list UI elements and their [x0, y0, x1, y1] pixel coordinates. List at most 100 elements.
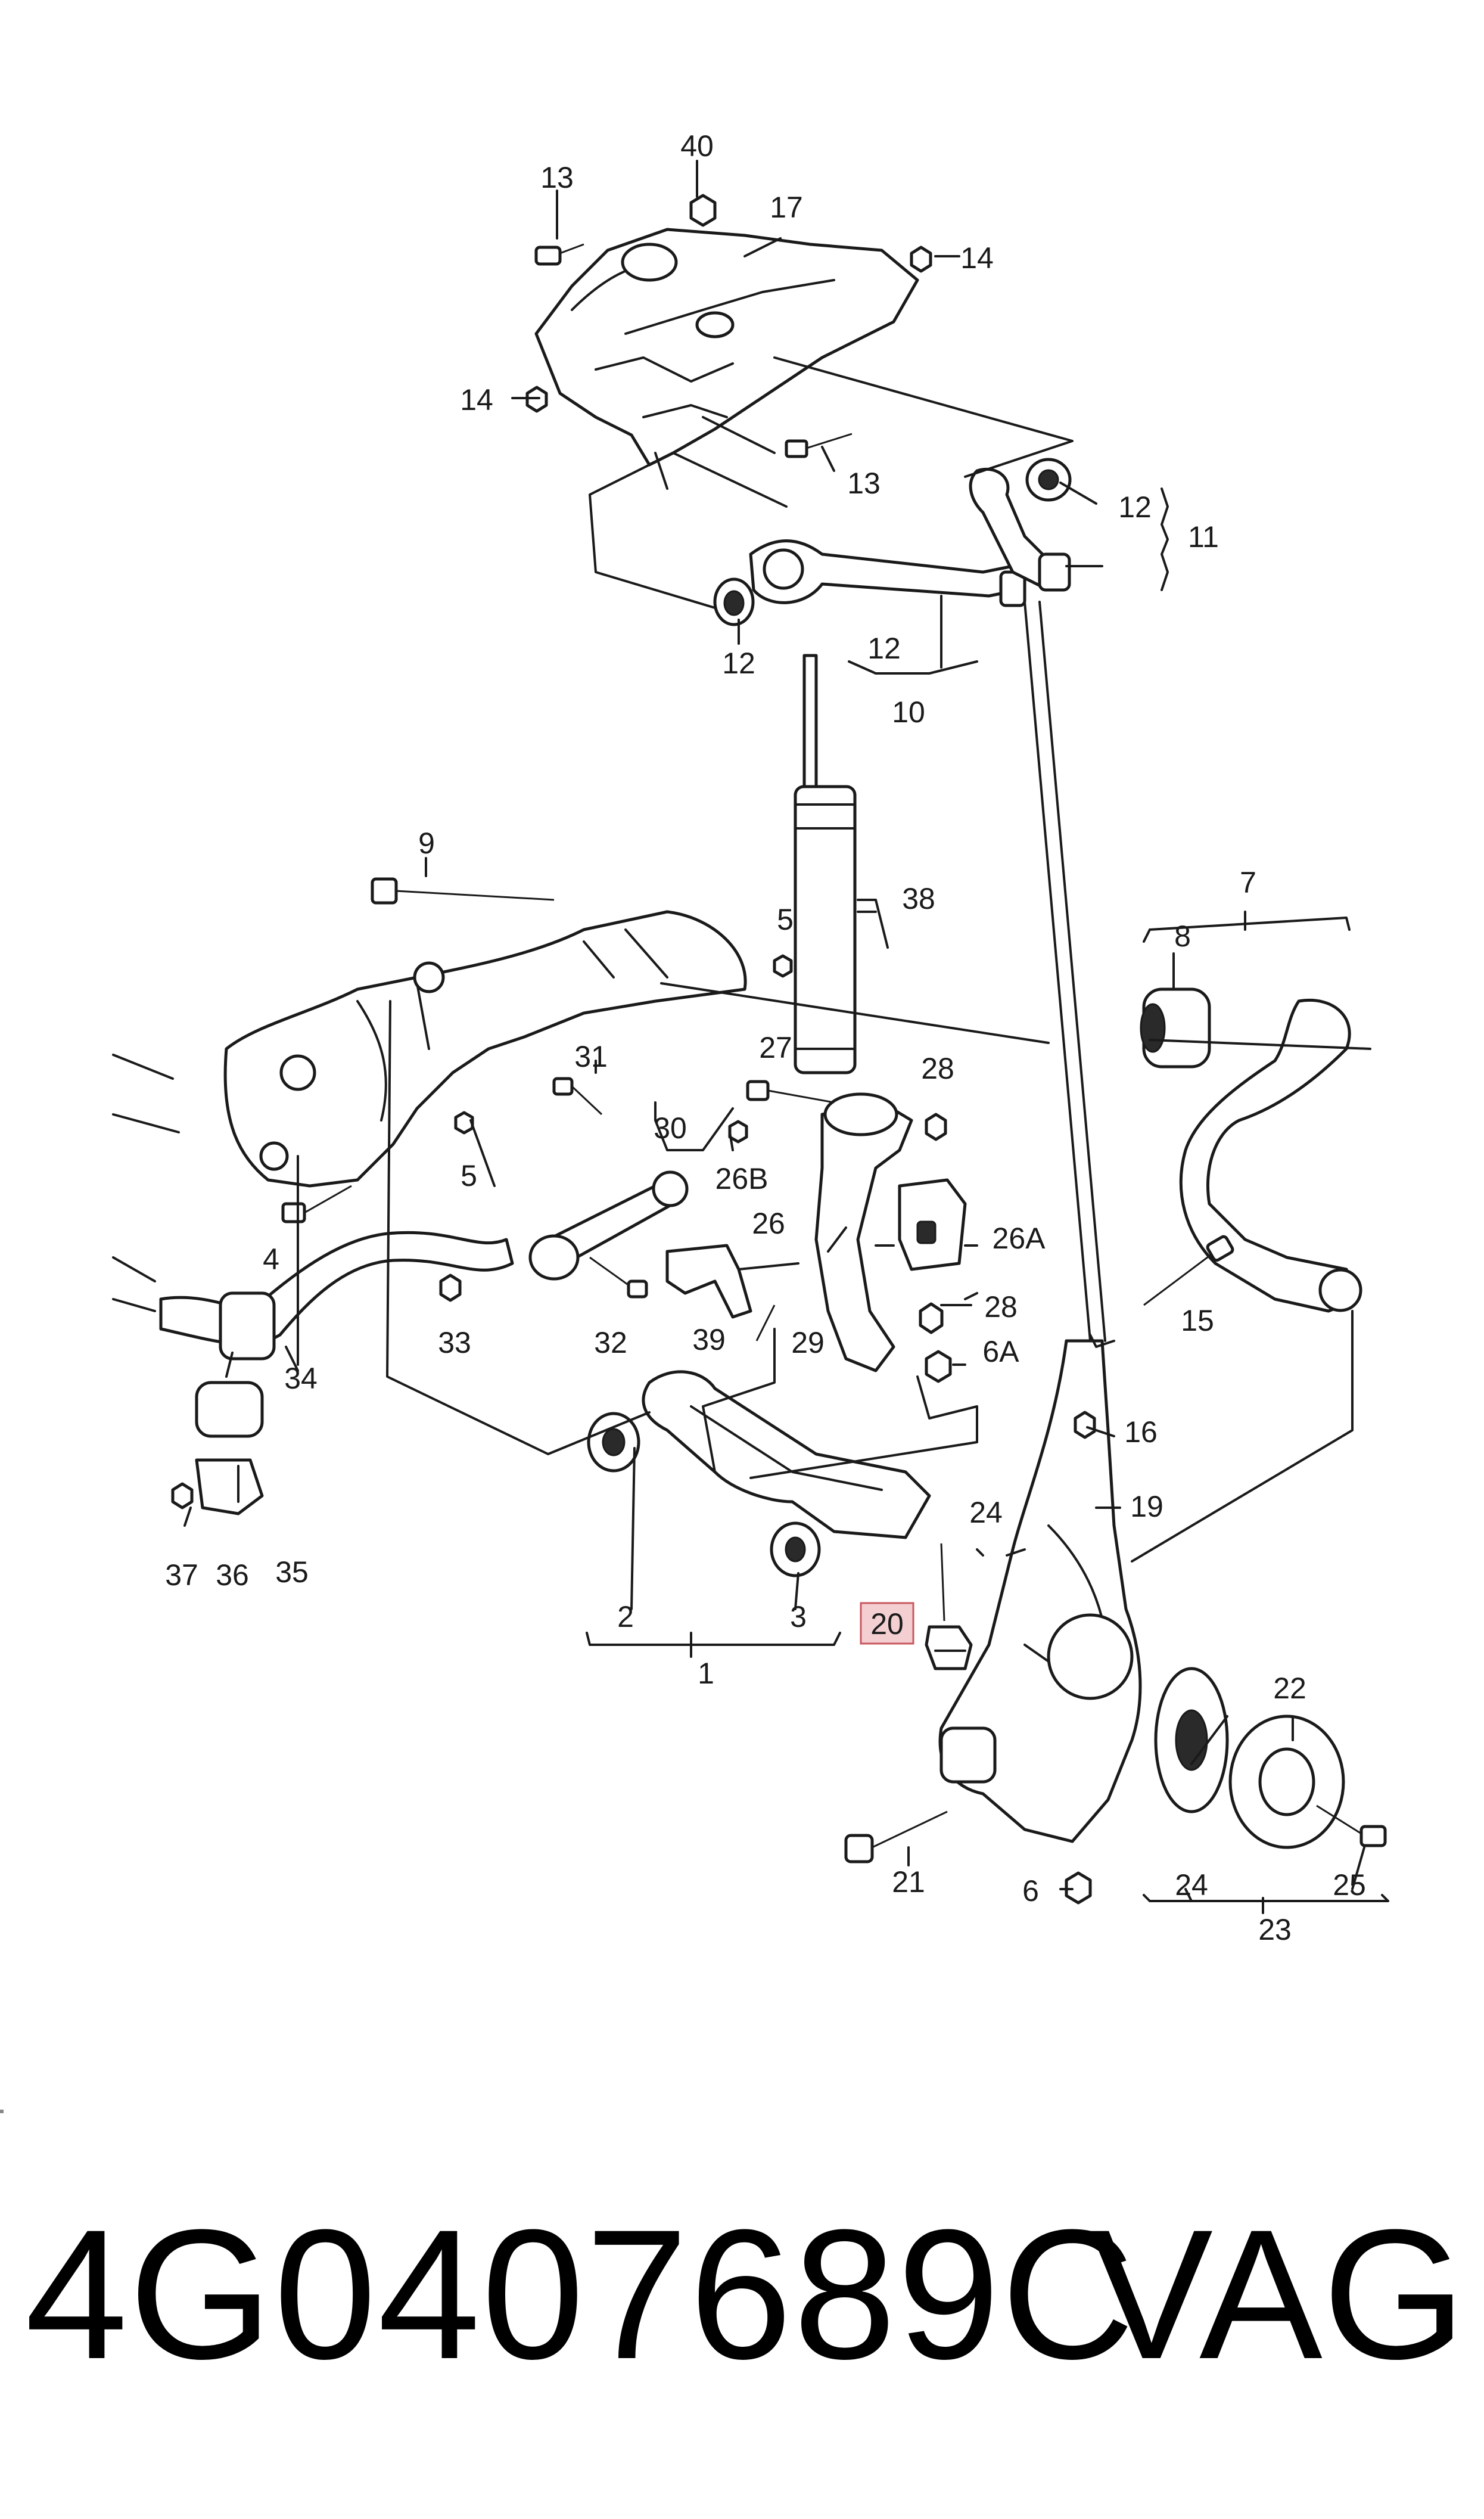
callout-34: 34 — [284, 1362, 318, 1395]
part-21-bolt — [844, 1810, 948, 1863]
part-30-coupling-rod — [528, 1170, 689, 1281]
callout-20-highlight — [860, 1602, 914, 1645]
part-27-bolt — [746, 1080, 835, 1104]
part-26-strut-fork — [814, 1092, 913, 1372]
callout-14-right: 14 — [960, 241, 994, 275]
callout-1: 1 — [698, 1657, 714, 1690]
part-39-bracket — [665, 1244, 799, 1319]
callout-15: 15 — [1181, 1304, 1214, 1337]
part-28-nut-upper — [925, 1113, 947, 1141]
part-2-bushing — [587, 1412, 640, 1473]
part-14-nut-right — [910, 246, 932, 273]
part-17-strut-tower — [534, 228, 919, 490]
callout-23: 23 — [1258, 1913, 1292, 1946]
callout-5-lower: 5 — [461, 1159, 477, 1192]
part-24-wheel-bearing — [1154, 1667, 1229, 1813]
callout-9: 9 — [418, 827, 435, 860]
diagram-canvas: 13 40 17 14 14 13 12 11 12 12 10 9 38 7 … — [112, 129, 1389, 1946]
part-40-nut — [689, 194, 717, 227]
callout-21: 21 — [892, 1865, 925, 1899]
part-36-clamp — [195, 1458, 264, 1515]
part-19-tie-rod — [1023, 601, 1106, 1342]
part-34-stabilizer-bar — [159, 1231, 514, 1361]
part-3-bushing — [770, 1521, 821, 1577]
callout-4: 4 — [263, 1243, 279, 1276]
part-8-bushing — [1140, 987, 1211, 1069]
callout-25: 25 — [1333, 1868, 1366, 1902]
callout-40: 40 — [680, 129, 714, 163]
part-16-nut — [1074, 1411, 1096, 1439]
leader-lines — [112, 160, 1389, 1914]
part-12-bushing-right — [1025, 458, 1072, 502]
brand-label: VAG — [1090, 2191, 1466, 2397]
callout-24-upper: 24 — [969, 1496, 1003, 1529]
callout-labels: 13 40 17 14 14 13 12 11 12 12 10 9 38 7 … — [165, 129, 1366, 1946]
callout-6: 6 — [1022, 1874, 1039, 1908]
part-22-wheel-hub — [1228, 1714, 1345, 1849]
callout-31: 31 — [574, 1040, 608, 1073]
part-31-bolt — [552, 1077, 603, 1116]
callout-37: 37 — [165, 1558, 198, 1592]
part-25-hub-bolt — [1316, 1804, 1387, 1847]
part-37-bolt — [171, 1482, 194, 1509]
callout-14-left: 14 — [460, 383, 493, 417]
callout-10: 10 — [892, 695, 925, 729]
part-28-nut-lower — [919, 1302, 944, 1334]
callout-39: 39 — [692, 1323, 726, 1356]
part-1-lower-control-arm — [642, 1370, 931, 1539]
part-11-upper-arm-rear — [969, 467, 1071, 592]
part-12-bushing-left — [713, 577, 755, 626]
part-20-ball-joint — [925, 1543, 973, 1670]
part-26b-nut — [728, 1120, 748, 1144]
wheel-knuckle — [938, 1339, 1142, 1843]
callout-27: 27 — [759, 1031, 792, 1064]
callout-38: 38 — [902, 882, 935, 915]
callout-12-mid: 12 — [867, 632, 901, 665]
part-32-bolt — [589, 1256, 648, 1299]
callout-8: 8 — [1174, 920, 1191, 953]
callout-35: 35 — [275, 1555, 309, 1589]
callout-17: 17 — [770, 191, 803, 224]
callout-13-top: 13 — [540, 161, 574, 194]
stray-mark — [0, 2110, 4, 2113]
part-6a-nut — [925, 1350, 952, 1383]
callout-29: 29 — [791, 1326, 825, 1359]
part-9-bolt — [371, 877, 555, 905]
callout-22: 22 — [1273, 1672, 1306, 1705]
part-4-bolt — [281, 1185, 352, 1223]
callout-26: 26 — [752, 1207, 785, 1240]
callout-33: 33 — [438, 1326, 471, 1359]
callout-32: 32 — [594, 1326, 627, 1359]
callout-16: 16 — [1124, 1415, 1158, 1449]
callout-6a: 6A — [982, 1335, 1019, 1368]
front-subframe — [223, 910, 747, 1188]
part-38-shock-absorber — [794, 654, 857, 1074]
part-15-bolt — [1143, 1235, 1234, 1306]
callout-24-lower: 24 — [1175, 1868, 1208, 1902]
callout-7: 7 — [1240, 866, 1256, 899]
part-10-upper-arm — [749, 539, 1026, 607]
part-13-bolt-lower — [785, 433, 853, 458]
part-26a-pad — [898, 1178, 967, 1271]
callout-28-upper: 28 — [921, 1052, 954, 1085]
callout-13-lower: 13 — [847, 467, 881, 500]
part-13-bolt-top — [534, 243, 584, 266]
part-number: 4G0407689C — [25, 2191, 1136, 2397]
part-33-nut — [439, 1274, 462, 1302]
callout-26a: 26A — [993, 1222, 1046, 1255]
exploded-suspension-diagram: 13 40 17 14 14 13 12 11 12 12 10 9 38 7 … — [112, 129, 1389, 1946]
callout-26b: 26B — [715, 1162, 769, 1195]
callout-12-left: 12 — [722, 647, 755, 680]
part-5-nut-lower — [454, 1111, 474, 1135]
callout-5-upper: 5 — [777, 903, 794, 936]
callout-20: 20 — [870, 1607, 904, 1641]
callout-11: 11 — [1188, 520, 1219, 554]
callout-3: 3 — [790, 1600, 807, 1633]
part-6-nut — [1065, 1871, 1092, 1905]
part-29-sensor-bolt — [755, 1304, 776, 1341]
footer: 4G0407689C VAG — [0, 2169, 1484, 2479]
callout-19: 19 — [1130, 1490, 1163, 1523]
callout-2: 2 — [617, 1600, 634, 1633]
part-35-mount — [195, 1381, 264, 1438]
callout-28-lower: 28 — [984, 1290, 1018, 1324]
